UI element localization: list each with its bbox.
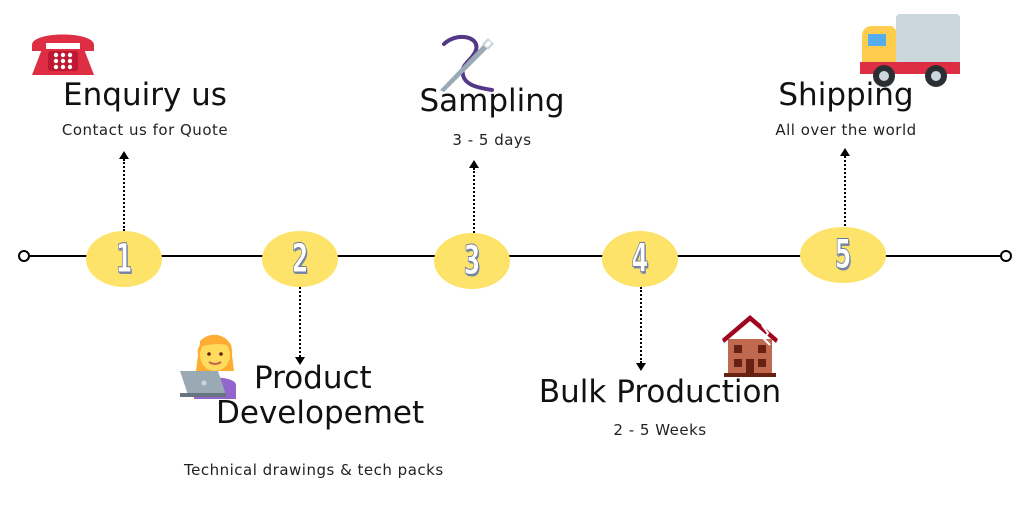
- step-3-circle: 3: [434, 233, 510, 289]
- delivery-truck-icon: [860, 14, 960, 87]
- step-1-title: Enquiry us: [63, 77, 227, 113]
- step-4-number: 4: [631, 236, 649, 283]
- step-5-title: Shipping: [778, 77, 914, 113]
- step-5-circle: 5: [800, 227, 886, 283]
- timeline-line: [24, 255, 1007, 257]
- step-2-title-line1: Product: [254, 360, 372, 396]
- timeline-end-dot: [1000, 250, 1012, 262]
- step-2-number: 2: [291, 236, 309, 283]
- step-5-arrow: [840, 148, 850, 156]
- step-1-number: 1: [115, 236, 133, 283]
- step-5-connector: [844, 156, 846, 226]
- step-3-arrow: [469, 160, 479, 168]
- woman-laptop-icon: [180, 334, 236, 399]
- step-4-circle: 4: [602, 231, 678, 287]
- step-1-circle: 1: [86, 231, 162, 287]
- step-2-arrow: [295, 357, 305, 365]
- needle-thread-icon: [440, 34, 494, 92]
- step-4-arrow: [636, 363, 646, 371]
- step-3-connector: [473, 168, 475, 233]
- step-3-title: Sampling: [419, 83, 565, 119]
- step-4-connector: [640, 287, 642, 363]
- telephone-icon: [32, 34, 94, 75]
- factory-building-icon: [722, 315, 778, 377]
- step-2-circle: 2: [262, 231, 338, 287]
- step-1-subtitle: Contact us for Quote: [61, 121, 229, 139]
- step-4-subtitle: 2 - 5 Weeks: [613, 421, 707, 439]
- step-5-number: 5: [834, 232, 852, 279]
- step-1-arrow: [119, 151, 129, 159]
- step-1-connector: [123, 159, 125, 231]
- step-3-subtitle: 3 - 5 days: [452, 131, 532, 149]
- timeline-start-dot: [18, 250, 30, 262]
- step-4-title: Bulk Production: [538, 374, 782, 410]
- step-5-subtitle: All over the world: [775, 121, 917, 139]
- step-2-title-line2: Developemet: [216, 395, 425, 431]
- step-2-connector: [299, 287, 301, 357]
- step-3-number: 3: [463, 238, 481, 285]
- step-2-subtitle: Technical drawings & tech packs: [184, 461, 444, 479]
